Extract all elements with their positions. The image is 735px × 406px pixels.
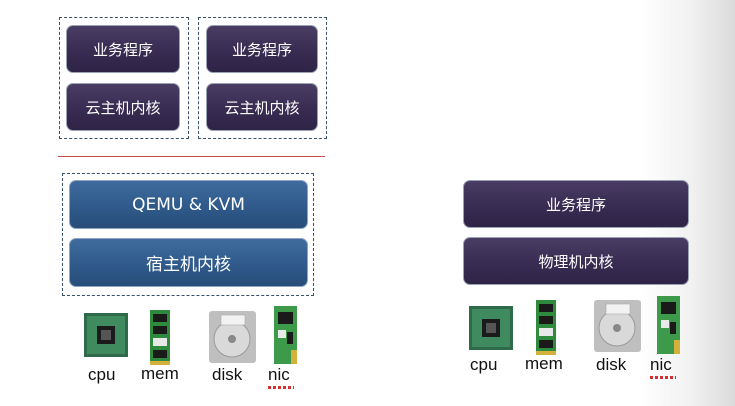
host-container: [62, 173, 314, 296]
vm2-kernel-box: 云主机内核: [206, 83, 318, 131]
hard-disk-icon: [209, 311, 256, 363]
network-card-icon: [274, 306, 297, 364]
hw-right-cpu-label: cpu: [470, 355, 498, 374]
vm2-app-box: 业务程序: [206, 25, 318, 73]
physical-kernel-box: 物理机内核: [463, 237, 689, 285]
physical-kernel-label: 物理机内核: [538, 252, 614, 271]
vm1-container: [59, 17, 189, 139]
memory-module-icon: [150, 310, 170, 365]
hw-right-mem-label: mem: [525, 354, 563, 373]
vm1-kernel-box: 云主机内核: [66, 83, 180, 131]
vm1-app-label: 业务程序: [92, 40, 153, 59]
vm2-kernel-label: 云主机内核: [224, 98, 300, 117]
cpu-chip-icon: [469, 306, 513, 350]
network-card-icon: [657, 296, 680, 354]
hw-left-nic-spellcheck-underline: [268, 386, 294, 389]
vm2-app-label: 业务程序: [231, 40, 292, 59]
cpu-chip-icon: [84, 313, 128, 357]
host-kernel-box: 宿主机内核: [69, 238, 308, 287]
hw-left-disk-label: disk: [212, 365, 243, 384]
host-kernel-label: 宿主机内核: [146, 255, 231, 275]
physical-app-box: 业务程序: [463, 180, 689, 228]
hw-right-disk-label: disk: [596, 355, 627, 374]
hypervisor-box: QEMU & KVM: [69, 180, 308, 229]
guest-host-divider: [58, 156, 325, 157]
hypervisor-label: QEMU & KVM: [132, 194, 245, 215]
vm1-app-box: 业务程序: [66, 25, 180, 73]
memory-module-icon: [536, 300, 556, 355]
hw-left-nic-label: nic: [268, 365, 290, 384]
vm2-container: [198, 17, 327, 139]
hw-right-nic-label: nic: [650, 355, 672, 374]
hw-left-mem-label: mem: [141, 364, 179, 383]
physical-app-label: 业务程序: [545, 195, 606, 214]
hw-left-cpu-label: cpu: [88, 365, 116, 384]
vm1-kernel-label: 云主机内核: [85, 98, 161, 117]
hw-right-nic-spellcheck-underline: [650, 376, 676, 379]
hard-disk-icon: [594, 300, 641, 352]
